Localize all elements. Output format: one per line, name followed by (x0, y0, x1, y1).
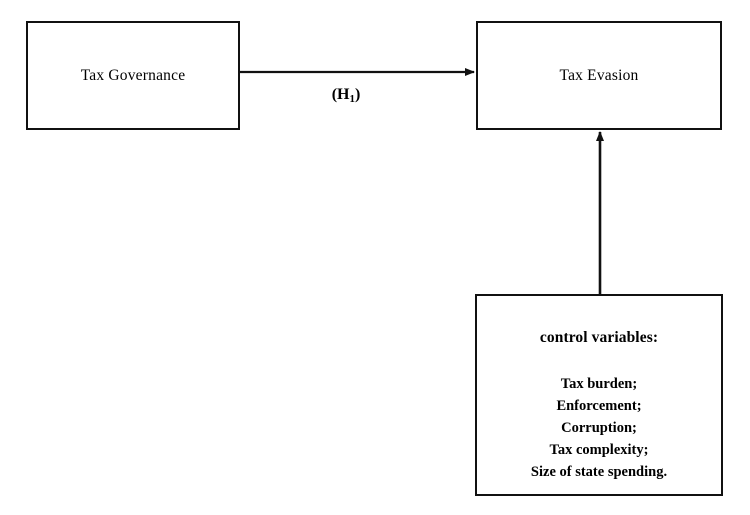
list-item: Enforcement; (556, 398, 642, 414)
control-variables-list: Tax burden; Enforcement; Corruption; Tax… (477, 373, 721, 483)
list-item: Tax burden; (560, 376, 638, 392)
node-tax-governance: Tax Governance (26, 21, 240, 130)
list-item: Tax complexity; (549, 442, 649, 458)
control-variables-title: control variables: (539, 329, 659, 346)
edge-label-hypothesis-1: (H1) (296, 86, 396, 105)
edge-label-prefix: (H (331, 86, 350, 103)
node-tax-evasion-label: Tax Evasion (559, 66, 639, 84)
node-tax-governance-label: Tax Governance (80, 66, 186, 84)
edge-label-subscript: 1 (349, 93, 355, 105)
list-item: Size of state spending. (530, 464, 668, 480)
node-control-variables: control variables: Tax burden; Enforceme… (475, 294, 723, 496)
node-tax-evasion: Tax Evasion (476, 21, 722, 130)
list-item: Corruption; (561, 420, 637, 436)
edge-label-suffix: ) (354, 86, 361, 103)
